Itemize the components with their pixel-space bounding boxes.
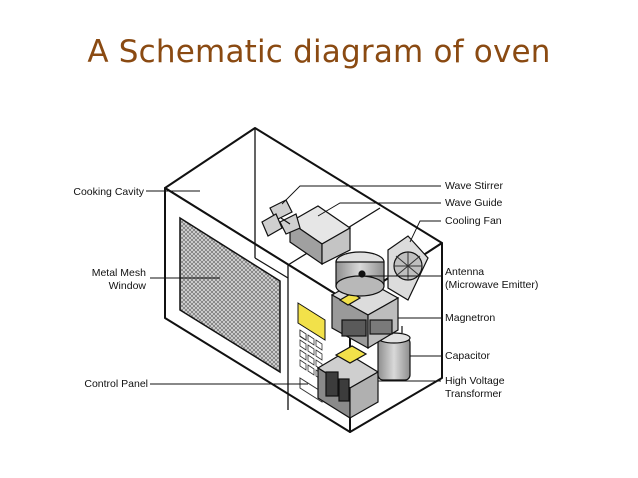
magnetron <box>330 277 400 350</box>
wave-guide <box>288 205 352 266</box>
wave-stirrer <box>261 199 301 237</box>
label-transformer: Transformer <box>445 388 502 400</box>
label-high-voltage: High Voltage <box>445 375 505 387</box>
label-magnetron: Magnetron <box>445 312 495 324</box>
label-window: Window <box>109 280 147 292</box>
leader-lines <box>146 185 441 385</box>
metal-mesh-window <box>179 216 281 374</box>
label-cooking-cavity: Cooking Cavity <box>73 186 144 198</box>
capacitor <box>377 326 411 381</box>
label-wave-stirrer: Wave Stirrer <box>445 180 503 192</box>
cooling-fan <box>387 235 429 301</box>
label-capacitor: Capacitor <box>445 350 490 362</box>
antenna <box>335 251 385 297</box>
label-antenna: Antenna <box>445 266 484 278</box>
high-voltage-transformer <box>316 345 380 420</box>
label-cooling-fan: Cooling Fan <box>445 215 502 227</box>
label-microwave-emitter: (Microwave Emitter) <box>445 279 538 291</box>
label-control-panel: Control Panel <box>84 378 148 390</box>
label-wave-guide: Wave Guide <box>445 197 503 209</box>
label-metal-mesh: Metal Mesh <box>92 267 146 279</box>
page-title: A Schematic diagram of oven <box>87 34 551 70</box>
diagram-labels: Cooking Cavity Metal Mesh Window Control… <box>73 180 538 400</box>
